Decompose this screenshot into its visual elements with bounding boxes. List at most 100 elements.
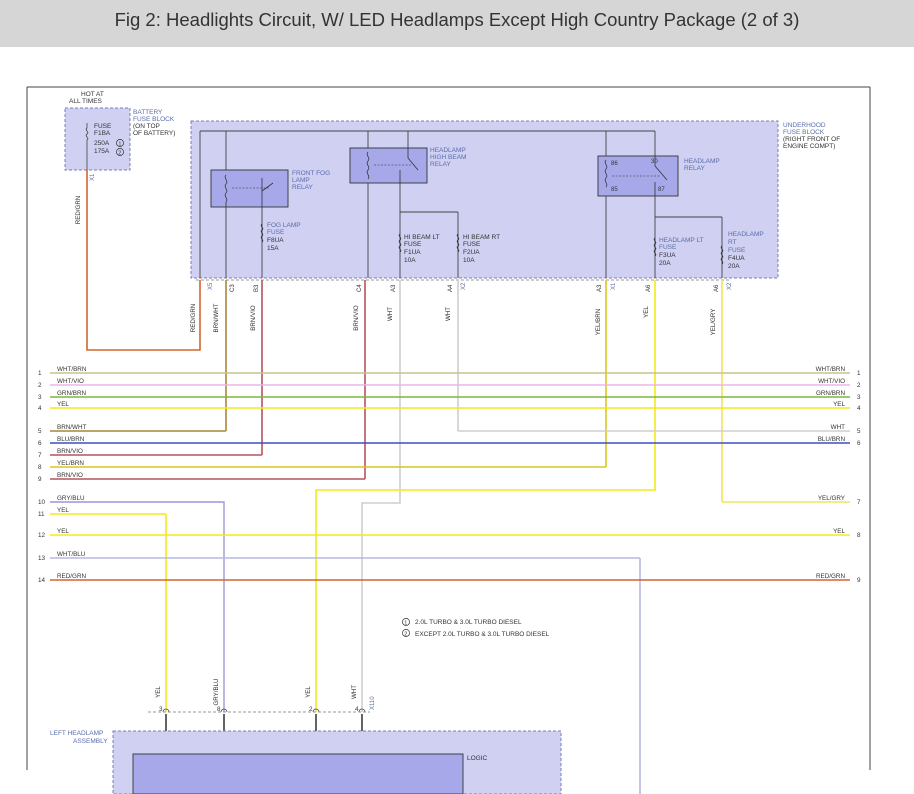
hl-rt-fuse-id: F4UA (728, 255, 745, 262)
right-pin-label: WHT/BRN (816, 366, 846, 373)
left-pin-number: 14 (38, 577, 46, 584)
logic-label: LOGIC (467, 755, 488, 762)
underhood-label: UNDERHOOD (783, 122, 826, 129)
note-2-icon (116, 148, 124, 156)
wire-label-yel: YEL (643, 306, 650, 318)
battery-block-label: BATTERY (133, 109, 163, 116)
right-pin-label: YEL (833, 401, 845, 408)
wire-label-wht-2: WHT (445, 307, 452, 321)
left-pin-label: GRN/BRN (57, 390, 86, 397)
battery-fuse-block: HOT AT ALL TIMES BATTERY FUSE BLOCK (ON … (64, 91, 175, 181)
wire-label-wht: WHT (387, 307, 394, 321)
fuse-rating-1: 250A (94, 140, 110, 147)
figure-title-bar: Fig 2: Headlights Circuit, W/ LED Headla… (0, 0, 914, 47)
note-2-text: EXCEPT 2.0L TURBO & 3.0L TURBO DIESEL (415, 631, 550, 638)
left-pin-number: 13 (38, 555, 46, 562)
left-pin-label: YEL (57, 507, 69, 514)
underhood-label-2: FUSE BLOCK (783, 129, 825, 136)
right-pin-label: GRN/BRN (816, 390, 845, 397)
svg-text:2: 2 (404, 631, 407, 637)
left-pin-number: 6 (38, 440, 42, 447)
battery-block-label-4: OF BATTERY) (133, 130, 175, 137)
left-pin-label: WHT/BLU (57, 551, 86, 558)
fog-fuse-rating: 15A (267, 245, 279, 252)
figure-title: Fig 2: Headlights Circuit, W/ LED Headla… (114, 9, 800, 30)
left-pin-number: 10 (38, 499, 46, 506)
right-pin-number: 2 (857, 382, 861, 389)
note-1-num: 1 (118, 141, 121, 147)
right-pin-label: YEL (833, 528, 845, 535)
left-pin-label: BRN/VIO (57, 472, 83, 479)
fuse-label: FUSE (94, 123, 112, 130)
left-headlamp-label: LEFT HEADLAMP (50, 730, 103, 737)
right-pin-number: 6 (857, 440, 861, 447)
underhood-label-3: (RIGHT FRONT OF (783, 136, 840, 143)
fog-relay-label-3: RELAY (292, 184, 313, 191)
svg-text:C3: C3 (230, 284, 236, 292)
hb-lt-fuse-id: F1UA (404, 249, 421, 256)
left-pin-number: 1 (38, 370, 42, 377)
right-pin-number: 3 (857, 394, 861, 401)
right-pin-label: RED/GRN (816, 573, 845, 580)
wire-label-yel-gry: YEL/GRY (710, 309, 717, 336)
wire-label-red-grn-2: RED/GRN (190, 304, 197, 333)
bottom-pin-number: 3 (159, 706, 163, 713)
left-pin-label: BLU/BRN (57, 436, 85, 443)
left-pin-number: 8 (38, 464, 42, 471)
x110-label: X110 (370, 696, 376, 710)
hl-rt-fuse-label: HEADLAMP (728, 231, 764, 238)
hb-relay-label: HEADLAMP (430, 147, 466, 154)
left-pin-label: YEL (57, 528, 69, 535)
connector-pin (358, 708, 366, 713)
left-pin-number: 4 (38, 405, 42, 412)
bottom-wire-label: GRY/BLU (213, 678, 220, 705)
hb-lt-fuse-label-2: FUSE (404, 241, 422, 248)
svg-text:X2: X2 (461, 282, 467, 290)
hl-lt-fuse-label-2: FUSE (659, 244, 677, 251)
left-pin-label: YEL/BRN (57, 460, 84, 467)
left-pin-label: GRY/BLU (57, 495, 85, 502)
svg-text:A3: A3 (597, 284, 603, 292)
bottom-wire-label: YEL (155, 686, 162, 698)
relay-pin-30: 30 (651, 159, 658, 165)
svg-text:X5: X5 (208, 282, 214, 290)
left-pin-number: 12 (38, 532, 46, 539)
svg-text:1: 1 (404, 620, 407, 626)
hl-rt-fuse-rating: 20A (728, 263, 740, 270)
wire-wht-a3 (361, 280, 401, 712)
left-pin-label: RED/GRN (57, 573, 86, 580)
left-pin-number: 7 (38, 452, 42, 459)
bottom-wire-label: WHT (351, 685, 358, 699)
hot-at-label-2: ALL TIMES (69, 98, 103, 105)
left-pin-number: 3 (38, 394, 42, 401)
svg-text:C4: C4 (357, 284, 363, 292)
svg-text:B3: B3 (254, 284, 260, 292)
relay-pin-86: 86 (611, 161, 618, 167)
svg-text:A6: A6 (646, 284, 652, 292)
fog-relay-label-2: LAMP (292, 177, 310, 184)
hl-rt-fuse-label-2: RT (728, 239, 737, 246)
svg-text:A4: A4 (448, 284, 454, 292)
fuse-rating-2: 175A (94, 148, 110, 155)
hl-relay-label-2: RELAY (684, 165, 705, 172)
connector-pin (162, 708, 170, 713)
right-pin-number: 8 (857, 532, 861, 539)
hb-rt-fuse-rating: 10A (463, 257, 475, 264)
left-pin-label: WHT/VIO (57, 378, 84, 385)
fuse-id: F1BA (94, 130, 111, 137)
left-pin-label: BRN/VIO (57, 448, 83, 455)
underhood-connector: X5 C3 B3 C4 A3 A4 X2 A3 X1 A6 A6 X2 (196, 279, 733, 292)
fog-relay-label: FRONT FOG (292, 170, 330, 177)
wire-label-yel-brn: YEL/BRN (595, 309, 602, 335)
relay-pin-85: 85 (611, 187, 618, 193)
hl-lt-fuse-label: HEADLAMP LT (659, 237, 704, 244)
svg-text:X1: X1 (611, 282, 617, 290)
svg-text:X2: X2 (727, 282, 733, 290)
battery-block-label-3: (ON TOP (133, 123, 160, 130)
connector-pin (220, 708, 228, 713)
connector-pin (312, 708, 320, 713)
right-pin-label: BLU/BRN (818, 436, 846, 443)
hb-relay-label-2: HIGH BEAM (430, 154, 466, 161)
left-pin-number: 5 (38, 428, 42, 435)
wire-label-brn-wht: BRN/WHT (213, 303, 220, 332)
